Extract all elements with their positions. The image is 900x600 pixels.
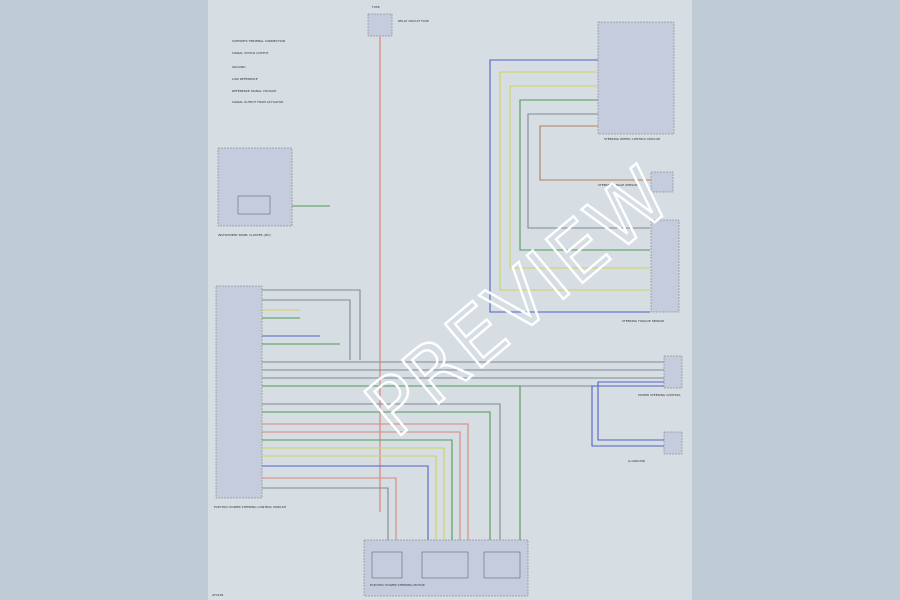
wire-red-bottom-1 xyxy=(262,423,469,540)
wire-yellow-right xyxy=(499,71,650,291)
wires-group xyxy=(262,36,664,540)
power-steering-module-box xyxy=(215,285,263,499)
legend-item-6: SIGNAL OUTPUT FROM ACTUATOR xyxy=(232,100,283,104)
legend-item-3: GROUND xyxy=(232,65,246,69)
wire-yellow-bottom-2 xyxy=(262,455,437,540)
wire-green-bottom-2 xyxy=(262,411,491,540)
wire-gray-top-2 xyxy=(262,299,351,360)
wire-gray-top-1 xyxy=(262,289,361,360)
wire-gray-bottom-2 xyxy=(262,487,389,540)
power-steering-module-label: ELECTRIC POWER STEERING CONTROL MODULE xyxy=(214,505,286,509)
instrument-cluster-label: INSTRUMENT PANEL CLUSTER (IPC) xyxy=(218,233,271,237)
motor-label: ELECTRIC POWER STEERING MOTOR xyxy=(370,583,425,587)
wire-brown-sensor xyxy=(539,125,651,181)
wire-yellow-right-2 xyxy=(509,85,650,269)
fuse-top-label: RELAY CIRCUIT FUSE xyxy=(398,19,429,23)
wire-green-bottom-1 xyxy=(262,385,521,540)
torque-sensor-box xyxy=(650,219,680,313)
ground-connector-label: G-GROUND xyxy=(628,459,646,463)
ground-connector-box xyxy=(663,431,683,455)
right-connector-label: POWER STEERING CONTROL xyxy=(638,393,681,397)
wire-blue-loop-1 xyxy=(597,381,664,441)
wire-gray-bottom-1 xyxy=(262,403,501,540)
legend-item-2: SIGNAL STATUS OUTPUT xyxy=(232,51,269,55)
wire-red-bottom-2 xyxy=(262,431,461,540)
page-code: AT0128 xyxy=(212,593,223,597)
wire-blue-loop-2 xyxy=(591,385,664,447)
wire-red-bottom-3 xyxy=(262,477,397,540)
cluster-internal-box xyxy=(237,195,271,215)
instrument-cluster-box xyxy=(217,147,293,227)
wire-blue-right xyxy=(489,59,650,313)
steering-angle-sensor-label: STEERING ANGLE SENSOR xyxy=(598,183,638,187)
wire-blue-bottom xyxy=(262,465,429,540)
wire-gray-right xyxy=(527,113,650,229)
steering-control-label: STEERING WHEEL CONTROL MODULE xyxy=(604,137,660,141)
steering-control-module xyxy=(597,21,675,135)
legend-item-5: REFERENCE SIGNAL VOLTAGE xyxy=(232,89,276,93)
fuse-top-box xyxy=(367,13,393,37)
motor-circuit-a xyxy=(421,551,469,579)
legend: SUPPORTS TERMINAL CONNECTION SIGNAL STAT… xyxy=(232,39,285,104)
torque-sensor-label: STEERING TORQUE SENSOR xyxy=(622,319,664,323)
fuse-top-title: FUSE xyxy=(372,5,380,9)
legend-item-4: LOW REFERENCE xyxy=(232,77,258,81)
motor-symbol xyxy=(371,551,403,579)
motor-module-box xyxy=(363,539,529,597)
legend-item-1: SUPPORTS TERMINAL CONNECTION xyxy=(232,39,285,43)
wire-green-bottom-3 xyxy=(262,439,453,540)
motor-circuit-b xyxy=(483,551,521,579)
wire-yellow-bottom-1 xyxy=(262,447,445,540)
preview-watermark: PREVIEW xyxy=(350,150,689,455)
right-connector-box xyxy=(663,355,683,389)
steering-angle-sensor-box xyxy=(650,171,674,193)
wire-green-right xyxy=(519,99,650,251)
